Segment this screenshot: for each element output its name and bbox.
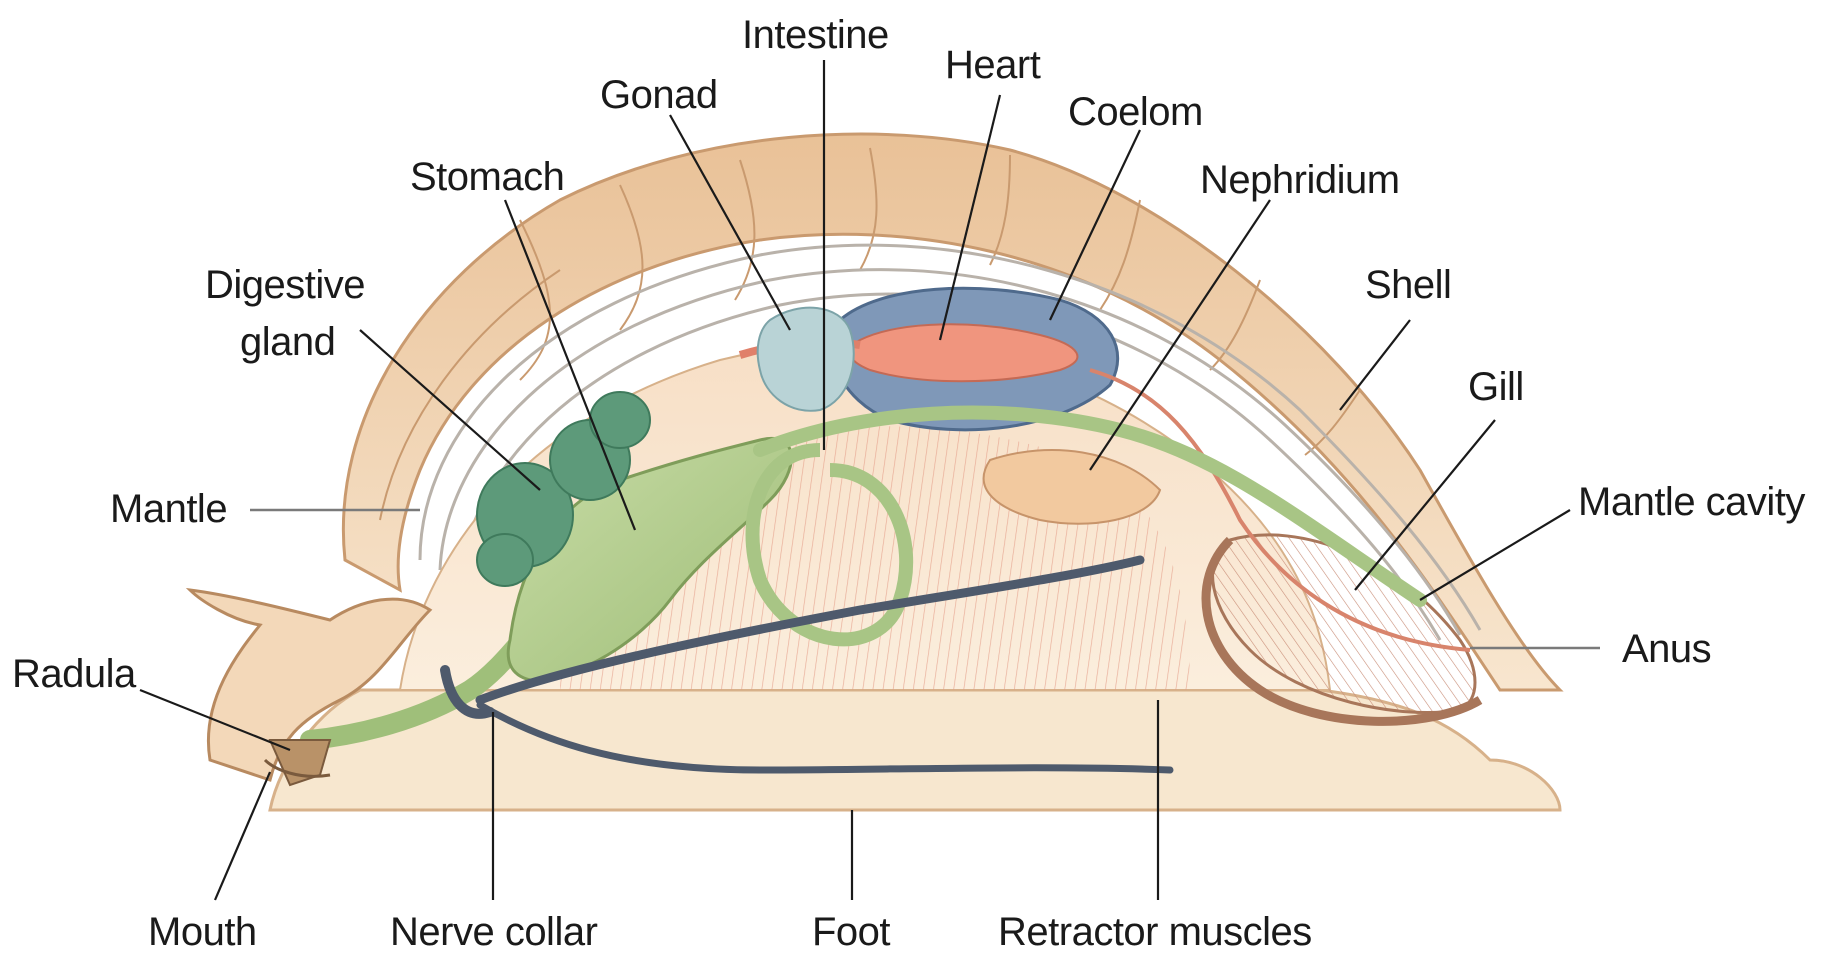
label-intestine: Intestine (742, 13, 889, 57)
label-digestive-gland-line2: gland (240, 320, 335, 364)
label-shell: Shell (1365, 263, 1451, 307)
label-foot: Foot (812, 910, 890, 954)
label-mantle: Mantle (110, 487, 227, 531)
label-radula: Radula (12, 652, 137, 696)
illustration (190, 134, 1560, 810)
leader-mouth (215, 772, 270, 900)
label-anus: Anus (1622, 627, 1711, 671)
label-gill: Gill (1468, 365, 1524, 409)
label-mantle-cavity: Mantle cavity (1578, 480, 1805, 524)
label-digestive-gland-line1: Digestive (205, 263, 365, 307)
label-retractor-muscles: Retractor muscles (998, 910, 1312, 954)
label-nephridium: Nephridium (1200, 158, 1400, 202)
label-mouth: Mouth (148, 910, 257, 954)
label-coelom: Coelom (1068, 90, 1203, 134)
gonad-shape (758, 308, 854, 411)
label-stomach: Stomach (410, 155, 564, 199)
label-heart: Heart (945, 43, 1041, 87)
label-gonad: Gonad (600, 73, 718, 117)
label-nerve-collar: Nerve collar (390, 910, 598, 954)
leader-shell (1340, 320, 1410, 410)
